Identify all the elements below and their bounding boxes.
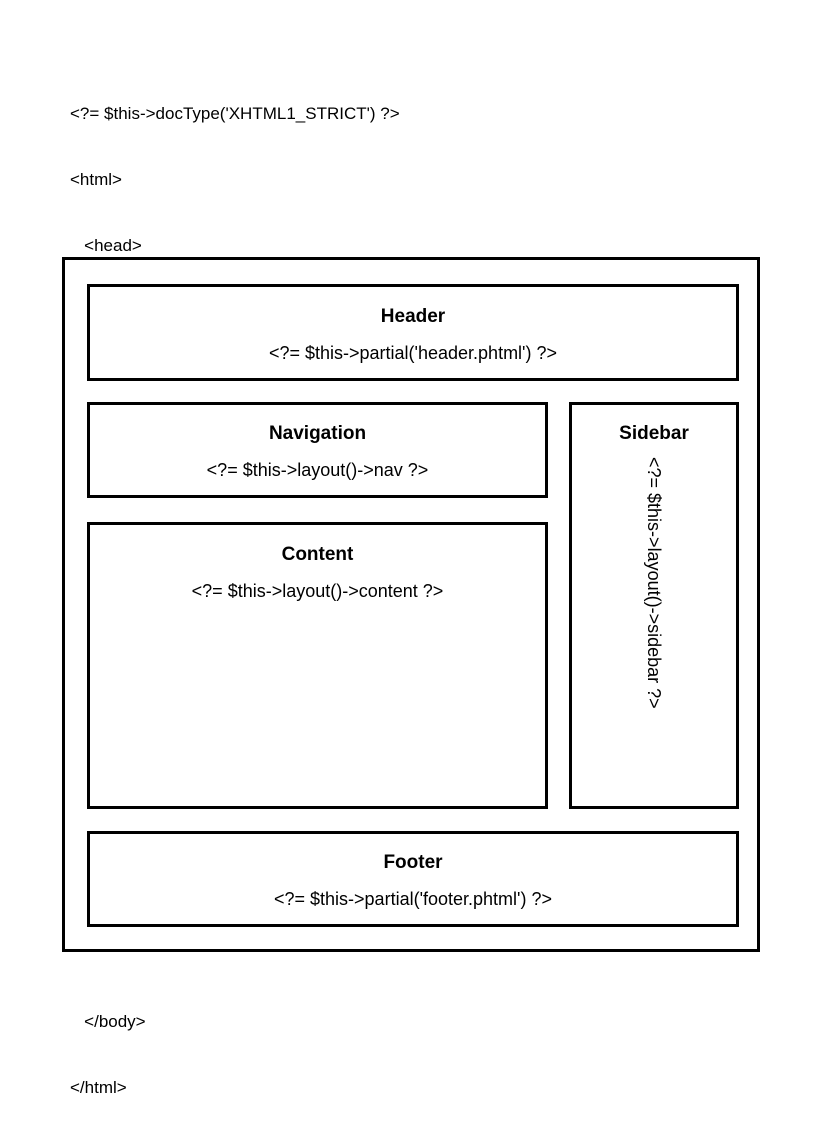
region-navigation: Navigation <?= $this->layout()->nav ?>: [87, 402, 548, 498]
region-content: Content <?= $this->layout()->content ?>: [87, 522, 548, 809]
code-line: <head>: [70, 236, 142, 255]
region-header: Header <?= $this->partial('header.phtml'…: [87, 284, 739, 381]
code-line: <?= $this->docType('XHTML1_STRICT') ?>: [70, 104, 400, 123]
region-sidebar-title: Sidebar: [619, 423, 689, 444]
code-listing-bottom: </body> </html>: [70, 967, 146, 1121]
code-line: </html>: [70, 1078, 127, 1097]
layout-diagram-container: Header <?= $this->partial('header.phtml'…: [62, 257, 760, 952]
region-footer-code: <?= $this->partial('footer.phtml') ?>: [273, 889, 553, 909]
region-footer-title: Footer: [383, 852, 443, 873]
region-header-code: <?= $this->partial('header.phtml') ?>: [268, 343, 558, 363]
region-footer: Footer <?= $this->partial('footer.phtml'…: [87, 831, 739, 927]
region-sidebar: Sidebar <?= $this->layout()->sidebar ?>: [569, 402, 739, 809]
region-sidebar-code-wrap: <?= $this->layout()->sidebar ?>: [572, 457, 736, 806]
region-navigation-code: <?= $this->layout()->nav ?>: [206, 460, 429, 480]
region-content-code: <?= $this->layout()->content ?>: [191, 581, 444, 601]
region-sidebar-code: <?= $this->layout()->sidebar ?>: [644, 457, 664, 709]
code-line: <html>: [70, 170, 122, 189]
region-header-title: Header: [380, 306, 446, 327]
region-navigation-title: Navigation: [268, 423, 367, 444]
code-line: </body>: [70, 1012, 146, 1031]
region-content-title: Content: [281, 544, 354, 565]
